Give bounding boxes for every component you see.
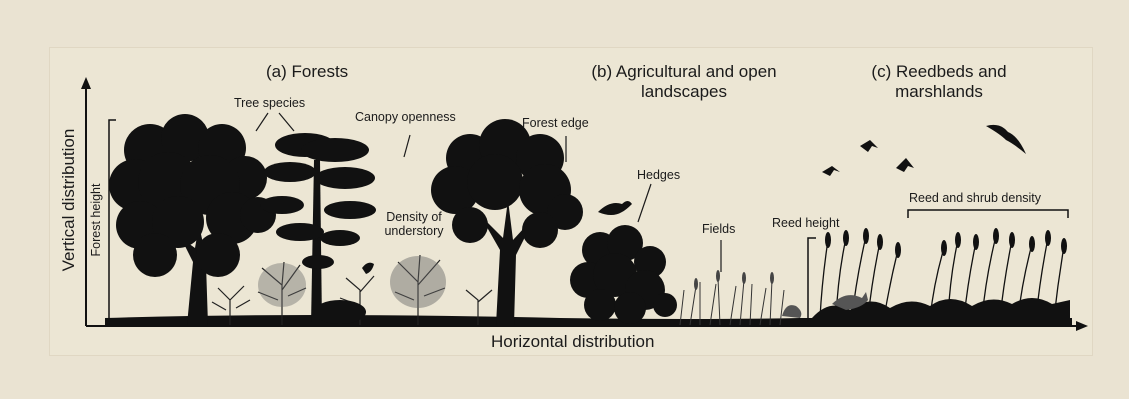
label-reed-shrub-density: Reed and shrub density bbox=[909, 191, 1041, 205]
forest-edge-tree bbox=[431, 119, 583, 325]
label-forest-edge: Forest edge bbox=[522, 116, 589, 130]
hedge bbox=[570, 225, 677, 324]
horizontal-axis-arrow bbox=[1076, 321, 1088, 331]
broadleaf-tree bbox=[109, 114, 276, 325]
gull-icon bbox=[986, 125, 1026, 154]
perched-bird-icon bbox=[362, 263, 374, 274]
ground-bird-icon bbox=[782, 305, 801, 318]
label-density-understory: Density of understory bbox=[380, 210, 448, 239]
label-hedges: Hedges bbox=[637, 168, 680, 182]
perched-bird-icon bbox=[598, 201, 632, 215]
forest-trees bbox=[109, 114, 583, 325]
axis-label-vertical: Vertical distribution bbox=[59, 129, 79, 272]
label-forest-height: Forest height bbox=[89, 184, 103, 257]
section-title-agricultural-line1: (b) Agricultural and open bbox=[575, 62, 793, 82]
label-reed-height: Reed height bbox=[772, 216, 839, 230]
section-title-agricultural-line2: landscapes bbox=[575, 82, 793, 102]
section-title-reedbeds-line1: (c) Reedbeds and bbox=[854, 62, 1024, 82]
understory-bush bbox=[390, 256, 446, 308]
axis-label-horizontal: Horizontal distribution bbox=[491, 332, 654, 352]
forest-height-bracket bbox=[109, 120, 116, 322]
understory-bush bbox=[258, 263, 306, 307]
label-fields: Fields bbox=[702, 222, 735, 236]
swallow-icon bbox=[822, 166, 840, 176]
swallow-icon bbox=[896, 158, 914, 172]
section-title-reedbeds: (c) Reedbeds and marshlands bbox=[854, 62, 1024, 101]
grain-heads bbox=[694, 270, 774, 290]
label-tree-species: Tree species bbox=[234, 96, 305, 110]
understory-bush bbox=[314, 300, 366, 324]
label-density-line2: understory bbox=[380, 224, 448, 238]
label-density-line1: Density of bbox=[380, 210, 448, 224]
section-title-forests: (a) Forests bbox=[266, 62, 348, 82]
section-title-reedbeds-line2: marshlands bbox=[854, 82, 1024, 102]
reed-density-bracket bbox=[908, 210, 1068, 218]
section-title-agricultural: (b) Agricultural and open landscapes bbox=[575, 62, 793, 101]
reed-plumes bbox=[825, 228, 1067, 258]
label-canopy-openness: Canopy openness bbox=[355, 110, 456, 124]
swallow-icon bbox=[860, 140, 878, 152]
reed-height-bracket bbox=[808, 238, 816, 322]
vertical-axis-arrow bbox=[81, 77, 91, 89]
